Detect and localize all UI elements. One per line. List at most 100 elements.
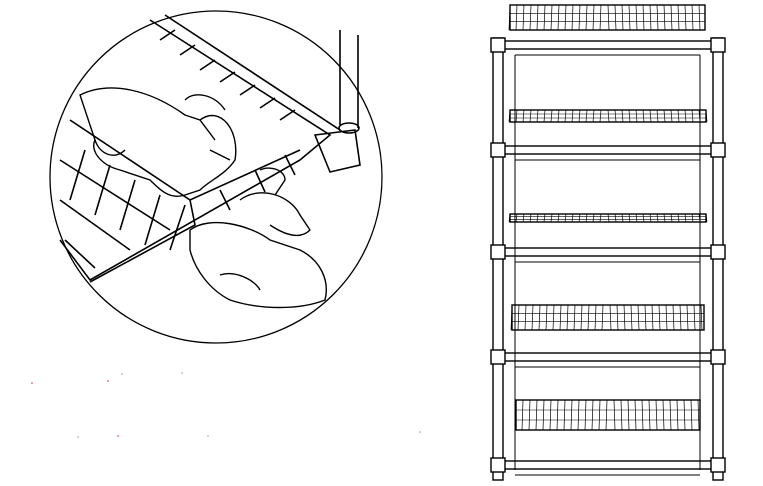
wire: [679, 304, 682, 331]
wire: [601, 304, 604, 331]
frame-rail: [502, 40, 714, 50]
wire: [691, 213, 694, 223]
wire: [684, 213, 687, 223]
wire: [672, 304, 675, 331]
wire: [550, 109, 553, 123]
wire: [515, 4, 518, 31]
wire-shelf: [515, 399, 701, 431]
wire: [521, 399, 524, 431]
wire: [571, 109, 574, 123]
wire: [656, 213, 659, 223]
wire: [573, 304, 576, 331]
wire: [543, 109, 546, 123]
wire: [634, 399, 637, 431]
wire: [529, 4, 532, 31]
wire: [564, 4, 567, 31]
wire: [644, 304, 647, 331]
wire: [607, 4, 610, 31]
hands-detail: [79, 87, 327, 309]
wire: [663, 213, 666, 223]
wire: [536, 4, 539, 31]
wire: [552, 304, 555, 331]
wire: [529, 213, 532, 223]
wire: [543, 4, 546, 31]
wire: [522, 4, 525, 31]
wire: [605, 399, 608, 431]
frame-rail: [502, 247, 714, 257]
wire: [570, 399, 573, 431]
wire: [524, 304, 527, 331]
wire: [697, 399, 700, 431]
wire: [577, 399, 580, 431]
wire: [585, 213, 588, 223]
wire: [665, 304, 668, 331]
connector: [490, 457, 506, 473]
wire: [592, 109, 595, 123]
wire: [669, 399, 672, 431]
wire: [621, 213, 624, 223]
wire: [598, 399, 601, 431]
wire: [635, 4, 638, 31]
wire: [563, 399, 566, 431]
wire: [637, 304, 640, 331]
wire: [592, 213, 595, 223]
wire: [557, 213, 560, 223]
wire: [677, 109, 680, 123]
wire: [641, 399, 644, 431]
connector: [490, 37, 506, 53]
wire: [529, 109, 532, 123]
wire: [514, 399, 517, 431]
wire-shelf: [511, 304, 705, 331]
wire: [698, 213, 701, 223]
wire: [700, 304, 703, 331]
wire: [531, 304, 534, 331]
noise-dots: [31, 372, 421, 438]
connector: [490, 349, 506, 365]
wire: [705, 109, 708, 123]
wire: [609, 304, 612, 331]
connector: [710, 349, 726, 365]
wire: [585, 109, 588, 123]
wire: [670, 213, 673, 223]
wire: [658, 304, 661, 331]
wire: [508, 109, 511, 123]
wire: [662, 399, 665, 431]
wire: [649, 213, 652, 223]
wire: [670, 109, 673, 123]
wire: [515, 213, 518, 223]
wire: [635, 109, 638, 123]
wire: [686, 304, 689, 331]
wire: [677, 4, 680, 31]
wire: [536, 109, 539, 123]
wire: [628, 4, 631, 31]
wire: [564, 109, 567, 123]
wire: [580, 304, 583, 331]
wire: [591, 399, 594, 431]
wire: [594, 304, 597, 331]
wire: [656, 109, 659, 123]
wire: [564, 213, 567, 223]
wire: [670, 4, 673, 31]
wire: [545, 304, 548, 331]
wire: [585, 4, 588, 31]
wire: [691, 4, 694, 31]
wire: [691, 109, 694, 123]
wire: [614, 4, 617, 31]
wire: [599, 4, 602, 31]
wire: [621, 109, 624, 123]
wire: [528, 399, 531, 431]
wire: [559, 304, 562, 331]
wire: [620, 399, 623, 431]
wire: [621, 4, 624, 31]
detail-circle: [49, 10, 383, 344]
frame-rail: [502, 460, 714, 470]
wire: [599, 213, 602, 223]
wire: [663, 109, 666, 123]
wire: [684, 109, 687, 123]
connector: [710, 244, 726, 260]
connector: [710, 142, 726, 158]
wire: [648, 399, 651, 431]
wire: [698, 4, 701, 31]
top-wire-shelf: [509, 4, 706, 31]
